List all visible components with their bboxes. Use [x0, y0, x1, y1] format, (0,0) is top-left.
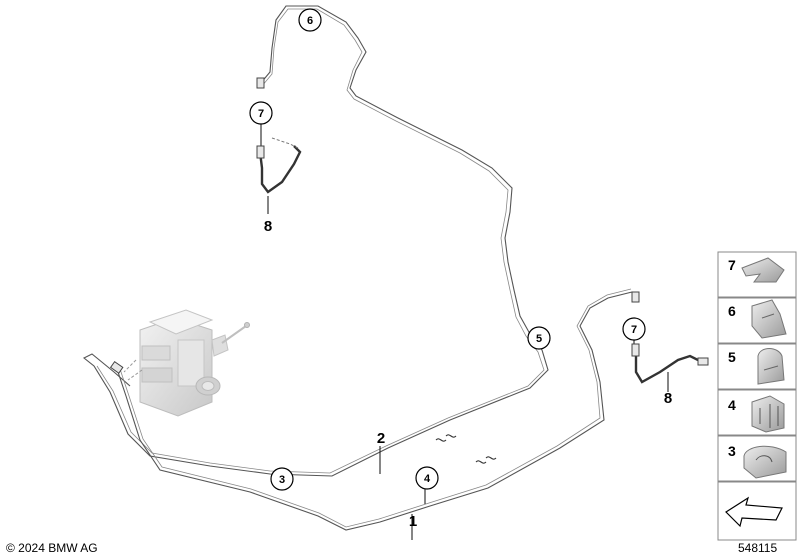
svg-text:7: 7 — [631, 324, 637, 336]
legend-item-6[interactable]: 6 — [717, 297, 797, 344]
svg-text:7: 7 — [728, 257, 736, 273]
svg-text:6: 6 — [307, 15, 313, 27]
svg-text:3: 3 — [279, 474, 285, 486]
callout-1: 1 — [409, 513, 417, 530]
callout-6-top: 6 — [298, 8, 322, 32]
fitting-left-hose — [256, 145, 265, 159]
callout-4: 4 — [415, 466, 439, 490]
callout-7-left: 7 — [249, 101, 273, 125]
fitting-right-top — [631, 291, 640, 303]
svg-text:3: 3 — [728, 443, 736, 459]
clip-6-icon — [751, 299, 787, 339]
callout-7-right: 7 — [622, 317, 646, 341]
brake-hose-left — [258, 145, 302, 194]
callout-8-right: 8 — [664, 390, 672, 407]
legend-arrow-cell[interactable] — [717, 481, 797, 541]
brake-line-lower — [115, 291, 637, 531]
copyright-text: © 2024 BMW AG — [6, 541, 98, 555]
svg-text:5: 5 — [536, 333, 542, 345]
legend-item-5[interactable]: 5 — [717, 343, 797, 390]
clip-5-icon — [757, 348, 785, 385]
clip-4-icon — [751, 395, 785, 433]
direction-arrow-icon — [725, 496, 783, 528]
svg-text:6: 6 — [728, 303, 736, 319]
line-break-mark — [435, 434, 457, 442]
callout-2: 2 — [377, 430, 385, 447]
svg-text:4: 4 — [424, 473, 431, 485]
clip-7-icon — [741, 257, 785, 283]
svg-text:5: 5 — [728, 349, 736, 365]
brake-unit — [123, 309, 250, 417]
svg-text:7: 7 — [258, 108, 264, 120]
parts-legend: 7 6 5 4 3 — [717, 251, 797, 541]
fitting-hose-end — [697, 357, 709, 366]
legend-item-4[interactable]: 4 — [717, 389, 797, 436]
brake-line-upper — [82, 5, 549, 477]
callout-3: 3 — [270, 467, 294, 491]
brake-hose-right — [634, 348, 703, 384]
svg-text:4: 4 — [728, 397, 736, 413]
legend-item-7[interactable]: 7 — [717, 251, 797, 298]
fitting-unit-left — [109, 360, 124, 374]
legend-item-3[interactable]: 3 — [717, 435, 797, 482]
clip-3-icon — [743, 445, 787, 479]
fitting-left-top — [256, 77, 265, 89]
callout-8-left: 8 — [264, 218, 272, 235]
document-number: 548115 — [738, 541, 778, 555]
line-break-mark — [475, 456, 497, 464]
fitting-right-hose — [631, 343, 640, 357]
callout-5: 5 — [527, 326, 551, 350]
